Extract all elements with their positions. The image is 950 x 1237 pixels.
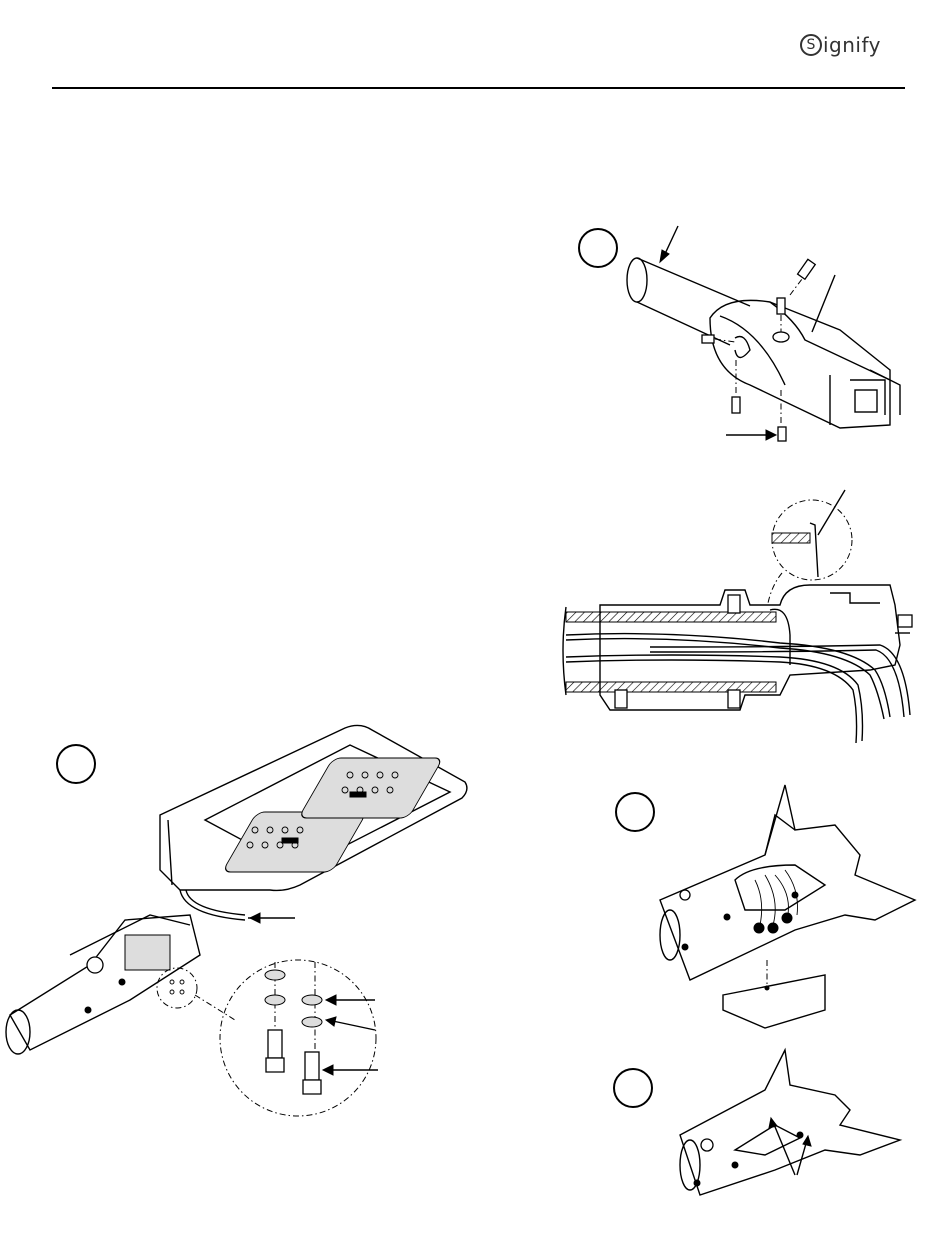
header-divider [52,87,905,89]
wire-routing-section-icon [550,485,930,755]
tenon-adapter-exploded-icon [600,220,920,460]
step-circle-3 [615,792,655,832]
logo-wordmark: ignify [823,33,881,57]
step-circle-4 [613,1068,653,1108]
wiring-compartment-open-icon [655,770,925,1040]
luminaire-mount-exploded-icon [0,720,470,1120]
wiring-compartment-closed-icon [675,1050,925,1200]
signify-s-icon: S [800,34,822,56]
signify-logo: S ignify [800,30,881,60]
